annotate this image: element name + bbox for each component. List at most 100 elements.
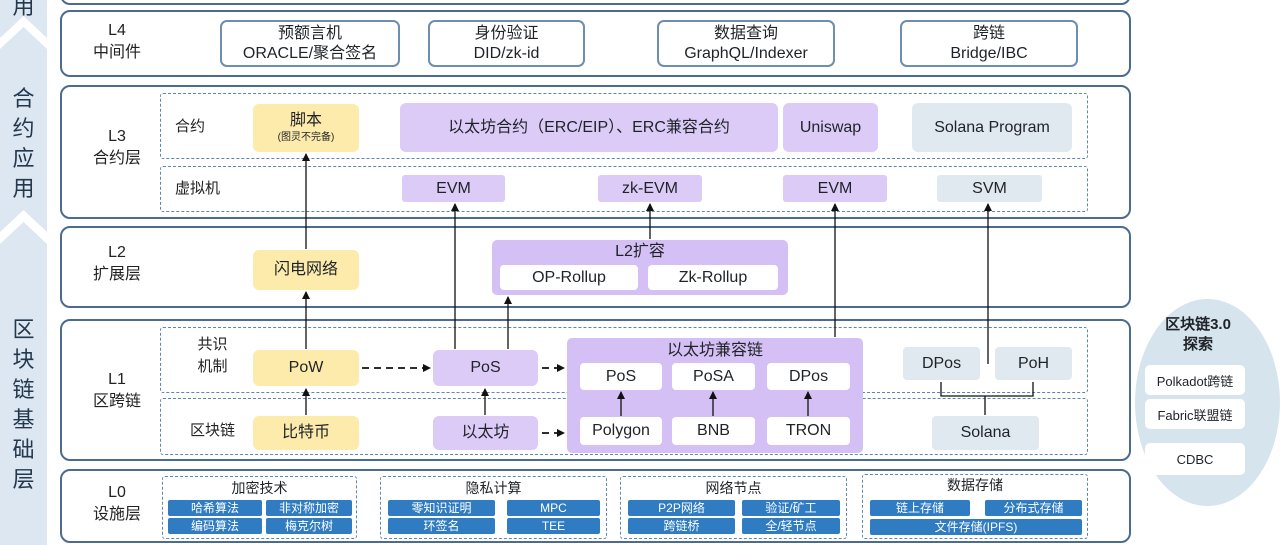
ethereum-box: 以太坊 bbox=[433, 416, 538, 450]
uniswap-box: Uniswap bbox=[783, 103, 878, 152]
box-title: 脚本 bbox=[289, 112, 322, 129]
chip-distributed-storage: 分布式存储 bbox=[985, 500, 1082, 516]
chip-bridge: 跨链桥 bbox=[628, 518, 735, 534]
middleware-cross-chain: 跨链 Bridge/IBC bbox=[900, 20, 1078, 67]
compat-pos-box: PoS bbox=[580, 363, 662, 390]
strip-chevrons bbox=[0, 16, 47, 244]
layer-name: 中间件 bbox=[92, 44, 141, 61]
vm-zkevm-box: zk-EVM bbox=[598, 175, 702, 202]
layer-code: L3 bbox=[108, 128, 126, 145]
box-title: PoH bbox=[1017, 354, 1050, 372]
layer-label-l1: L1 区跨链 bbox=[67, 369, 167, 413]
strip-label-contract-application: 合 约 应 用 bbox=[0, 84, 47, 204]
group-title: 加密技术 bbox=[231, 480, 288, 496]
strip-char: 用 bbox=[12, 176, 35, 201]
chip-merkle: 梅克尔树 bbox=[266, 518, 352, 534]
group-title: 隐私计算 bbox=[465, 480, 522, 496]
box-subtitle: DID/zk-id bbox=[473, 44, 540, 62]
network-node-group: 网络节点 bbox=[620, 476, 847, 539]
chip-mpc: MPC bbox=[507, 500, 600, 516]
layer-name: 合约层 bbox=[92, 150, 141, 167]
row-label-text: 虚拟机 bbox=[174, 180, 220, 197]
bnb-box: BNB bbox=[672, 417, 755, 445]
layer-label-l2: L2 扩展层 bbox=[67, 242, 167, 286]
chip-full-light-node: 全/轻节点 bbox=[742, 518, 840, 534]
box-title: PoSA bbox=[693, 367, 734, 385]
ethereum-contract-box: 以太坊合约（ERC/EIP）、ERC兼容合约 bbox=[400, 103, 778, 152]
chevron-up-icon bbox=[0, 210, 47, 244]
lightning-network-box: 闪电网络 bbox=[253, 250, 359, 290]
vm-row bbox=[160, 166, 1088, 212]
vm-row-label: 虚拟机 bbox=[170, 178, 225, 200]
box-title: DPos bbox=[788, 367, 829, 385]
box-title: PoW bbox=[288, 359, 324, 376]
strip-char: 约 bbox=[12, 116, 35, 141]
compat-dpos-box: DPos bbox=[767, 363, 850, 390]
layer-name: 扩展层 bbox=[92, 266, 141, 283]
box-title: Polygon bbox=[592, 422, 650, 439]
explore-title: 区块链3.0 探索 bbox=[1138, 315, 1258, 355]
data-storage-group: 数据存储 bbox=[862, 474, 1088, 539]
strip-top-fragment: 用 bbox=[0, 0, 47, 22]
strip-char: 链 bbox=[12, 377, 35, 402]
chip-validator: 验证/矿工 bbox=[742, 500, 840, 516]
solana-dpos-box: DPos bbox=[903, 347, 980, 380]
solana-box: Solana bbox=[932, 416, 1039, 450]
box-title: 身份验证 bbox=[474, 24, 539, 42]
middleware-oracle: 预额言机 ORACLE/聚合签名 bbox=[220, 20, 400, 67]
box-title: Solana bbox=[960, 424, 1011, 441]
box-title: 比特币 bbox=[281, 424, 330, 441]
compat-posa-box: PoSA bbox=[672, 363, 755, 390]
chip-asymmetric: 非对称加密 bbox=[266, 500, 352, 516]
box-title: 预额言机 bbox=[277, 24, 342, 42]
box-title: 闪电网络 bbox=[273, 261, 338, 278]
strip-char: 础 bbox=[12, 437, 35, 462]
middleware-identity: 身份验证 DID/zk-id bbox=[428, 20, 585, 67]
box-title: 以太坊 bbox=[461, 424, 510, 441]
crypto-tech-group: 加密技术 bbox=[162, 476, 357, 539]
box-subtitle: Bridge/IBC bbox=[950, 44, 1028, 62]
op-rollup-box: OP-Rollup bbox=[500, 265, 638, 290]
strip-char: 层 bbox=[12, 467, 35, 492]
group-title: 网络节点 bbox=[705, 480, 762, 496]
vm-evm-box: EVM bbox=[402, 175, 505, 202]
strip-char: 块 bbox=[12, 347, 35, 372]
box-title: PoS bbox=[605, 367, 637, 385]
box-title: EVM bbox=[817, 179, 853, 197]
pow-box: PoW bbox=[253, 350, 359, 386]
box-title: OP-Rollup bbox=[532, 268, 606, 286]
box-title: Zk-Rollup bbox=[678, 268, 748, 286]
left-category-strip: 用 合 约 应 用 区 块 链 基 础 层 bbox=[0, 0, 47, 545]
vm-evm-compat-box: EVM bbox=[783, 175, 887, 202]
privacy-compute-group: 隐私计算 bbox=[380, 476, 607, 539]
zk-rollup-box: Zk-Rollup bbox=[648, 265, 778, 290]
explore-fabric: Fabric联盟链 bbox=[1145, 399, 1245, 429]
box-title: 以太坊合约（ERC/EIP）、ERC兼容合约 bbox=[448, 118, 730, 136]
box-subtitle: GraphQL/Indexer bbox=[684, 44, 808, 62]
layer-code: L0 bbox=[108, 484, 126, 501]
box-title: EVM bbox=[436, 179, 471, 197]
strip-char: 合 bbox=[12, 86, 35, 111]
chip-ring-signature: 环签名 bbox=[388, 518, 495, 534]
box-title: 数据查询 bbox=[713, 24, 778, 42]
consensus-row-label: 共识 机制 bbox=[185, 334, 240, 378]
layer-name: 设施层 bbox=[92, 506, 141, 523]
box-title: BNB bbox=[697, 422, 730, 439]
script-box: 脚本 (图灵不完备) bbox=[253, 104, 359, 152]
layer-name: 区跨链 bbox=[92, 393, 141, 410]
chip-p2p: P2P网络 bbox=[628, 500, 735, 516]
solana-program-box: Solana Program bbox=[912, 103, 1072, 152]
strip-label-blockchain-base: 区 块 链 基 础 层 bbox=[0, 315, 47, 495]
strip-char: 基 bbox=[12, 407, 35, 432]
layer-label-l4: L4 中间件 bbox=[67, 20, 167, 64]
polygon-box: Polygon bbox=[580, 417, 662, 445]
strip-char: 用 bbox=[12, 0, 35, 19]
box-note: (图灵不完备) bbox=[277, 132, 335, 143]
box-title: zk-EVM bbox=[622, 179, 678, 197]
layer-label-l0: L0 设施层 bbox=[67, 482, 167, 526]
chip-encoding: 编码算法 bbox=[168, 518, 262, 534]
box-title: DPos bbox=[921, 354, 962, 372]
box-title: Solana Program bbox=[934, 118, 1050, 136]
box-subtitle: ORACLE/聚合签名 bbox=[242, 44, 378, 62]
row-label-text: 机制 bbox=[197, 358, 228, 375]
